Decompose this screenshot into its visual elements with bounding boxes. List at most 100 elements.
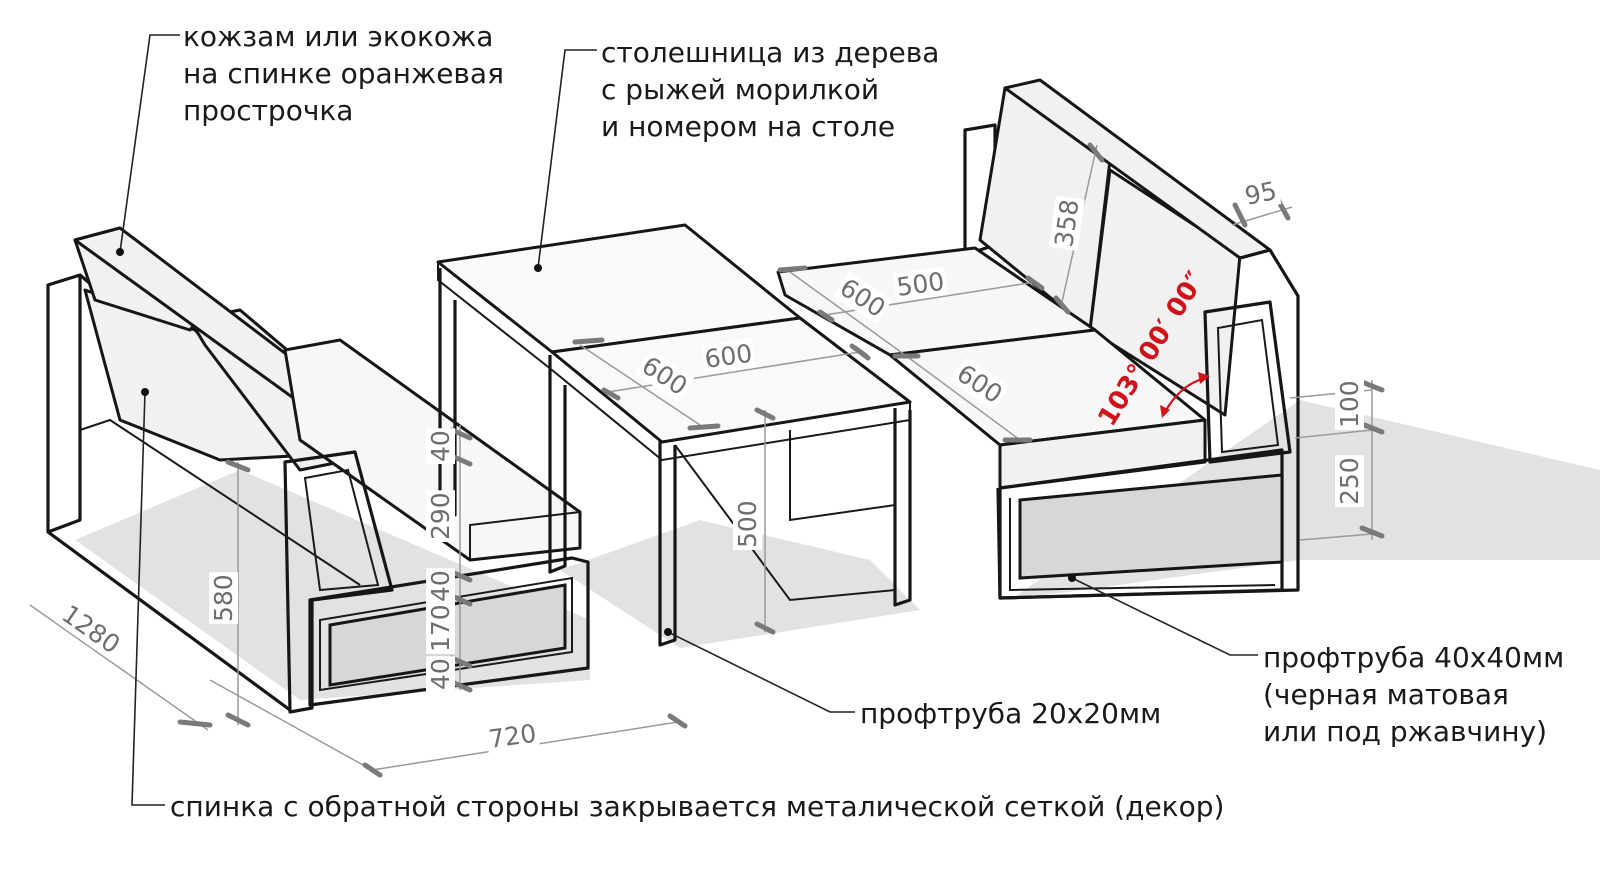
dim-580: 580	[209, 574, 238, 622]
right-sofa-base-inner	[1009, 498, 1276, 592]
dim-seat-tick-r2	[852, 345, 871, 361]
dim-seat-500: 500	[895, 267, 946, 302]
dim-1280-line	[29, 604, 209, 731]
dimension-label-backing	[700, 338, 757, 375]
dimension-label-backing	[426, 428, 455, 464]
callout-notes: кожзам или экокожа на спинке оранжевая п…	[170, 20, 1564, 823]
left-sofa-back-frame	[46, 273, 82, 534]
note-table-line-3: и номером на столе	[601, 110, 895, 143]
recline-angle-arrow-b	[1198, 372, 1210, 384]
dimension-label-backing	[426, 568, 455, 604]
note-back-mesh: спинка с обратной стороны закрывается ме…	[170, 790, 1224, 823]
note-pipe-big-line-3: или под ржавчину)	[1263, 715, 1547, 748]
dimension-label-backing	[1335, 378, 1364, 430]
note-table-line-2: с рыжей морилкой	[601, 73, 879, 106]
note-leather-line-1: кожзам или экокожа	[183, 20, 493, 53]
recline-angle-arrow-a	[1160, 405, 1170, 418]
right-sofa-arm-frame	[1203, 300, 1292, 464]
dim-arm-tick-c	[1359, 525, 1385, 539]
dim-358-tick-b	[1053, 295, 1071, 315]
leader-pipe-big-dot	[1068, 574, 1076, 582]
dim-seat-290: 290	[426, 492, 455, 540]
left-sofa-bottom-rail	[47, 530, 291, 712]
leader-leather	[119, 34, 180, 253]
dim-seat-170: 170	[426, 604, 455, 652]
leader-pipe-small	[667, 631, 855, 713]
dim-back-358: 358	[1049, 198, 1084, 249]
dim-500-tick-b	[754, 621, 776, 635]
left-sofa-rear-rail	[79, 418, 361, 586]
dimension-label-backing	[635, 349, 695, 403]
dim-table-tick-c	[687, 423, 721, 431]
dim-720-ext1	[209, 679, 373, 771]
dim-seat-600-a-line	[789, 271, 906, 356]
dimension-label-backing	[426, 602, 455, 654]
dim-table-tick-b	[601, 387, 621, 401]
dim-1280: 1280	[57, 599, 126, 659]
table	[436, 223, 912, 647]
note-pipe-big-line-2: (черная матовая	[1263, 678, 1509, 711]
dimension-label-backing	[484, 718, 541, 755]
dim-arm-ext-3	[1299, 533, 1373, 541]
dim-seat-40-c: 40	[426, 658, 455, 690]
dim-580-tick-b	[225, 712, 251, 728]
right-sofa-seat-front	[998, 418, 1207, 490]
right-sofa-base-frame	[998, 448, 1284, 600]
dim-arm-ext-2	[1294, 429, 1373, 439]
note-pipe-small: профтруба 20х20мм	[860, 697, 1161, 730]
dimension-label-backing	[892, 266, 949, 303]
dim-table-600-a-line	[579, 344, 701, 426]
dim-arm-tick-b	[1359, 421, 1385, 435]
dimension-label-backing	[209, 572, 238, 624]
leader-pipe-small-dot	[664, 628, 672, 636]
dim-358-tick-a	[1087, 142, 1105, 163]
dim-720: 720	[487, 719, 538, 754]
left-sofa-seat-cushion-edge	[469, 511, 581, 560]
dimension-label-backing	[950, 357, 1010, 411]
left-sofa-arm-inner	[303, 468, 380, 592]
dim-arm-250: 250	[1335, 457, 1364, 505]
table-top-edge	[437, 262, 911, 462]
dim-table-tick-a	[572, 337, 605, 345]
dim-seat-40-b: 40	[426, 570, 455, 602]
dimension-label-backing	[426, 656, 455, 692]
note-pipe-big-line-1: профтруба 40х40мм	[1263, 641, 1564, 674]
table-rail-inner-2	[789, 430, 896, 522]
dim-table-500: 500	[733, 500, 762, 548]
dim-seat-40-a: 40	[426, 430, 455, 462]
leader-leather-dot	[116, 248, 124, 256]
table-leg-front	[658, 440, 677, 647]
dim-seat-tick-r1	[777, 265, 808, 273]
table-leg-front-left	[548, 355, 567, 574]
dim-1280-tick	[177, 719, 213, 728]
leader-lines	[116, 34, 1258, 806]
left-sofa-front-rail	[308, 556, 590, 707]
dim-table-600-b-line	[607, 351, 861, 393]
dim-arm-100: 100	[1335, 380, 1364, 428]
left-sofa-front-rail-inner	[319, 576, 573, 692]
leader-pipe-big	[1071, 577, 1258, 656]
note-leather-line-3: прострочка	[183, 94, 353, 127]
dimension-label-backing	[1240, 175, 1282, 212]
shadow-table	[560, 520, 920, 648]
dimension-label-backing	[1335, 455, 1364, 507]
table-rail-inner	[674, 444, 896, 602]
dim-580-tick-a	[225, 459, 251, 473]
dim-720-tick-a	[362, 762, 383, 778]
dim-seat-tick-r5	[1025, 275, 1045, 291]
leader-back-mesh-dot	[141, 388, 149, 396]
leader-tabletop-dot	[534, 264, 542, 272]
dim-seat-600-b-line	[904, 354, 1021, 441]
dim-95-tick-a	[1232, 202, 1248, 228]
dimension-label-backing	[833, 271, 893, 325]
dim-back-95: 95	[1242, 176, 1279, 211]
dim-arm-tick-a	[1359, 379, 1385, 393]
dimension-label-backing	[54, 598, 127, 661]
right-sofa-arm-inner	[1216, 318, 1280, 454]
dim-500-tick-a	[754, 407, 776, 421]
dimension-label-backing	[1048, 195, 1085, 251]
right-sofa	[776, 78, 1300, 600]
dim-table-600-b: 600	[703, 339, 754, 374]
